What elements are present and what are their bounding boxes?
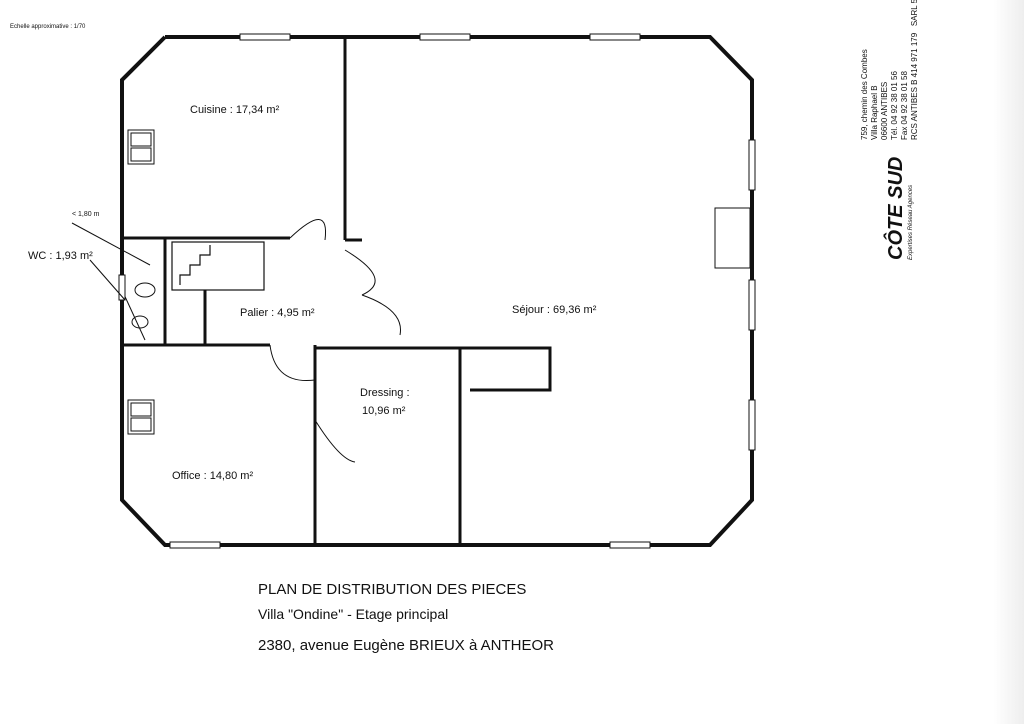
doors: [121, 219, 402, 463]
room-label-palier: Palier : 4,95 m²: [240, 307, 315, 319]
plan-title: PLAN DE DISTRIBUTION DES PIECES: [258, 581, 527, 598]
room-label-dressing: Dressing :: [360, 387, 410, 399]
agency-legal: RCS ANTIBES B 414 971 179 SARL 50.000 F: [910, 0, 919, 140]
plan-address: 2380, avenue Eugène BRIEUX à ANTHEOR: [258, 637, 555, 654]
agency-fax: Fax 04 92 38 01 58: [900, 71, 909, 140]
scale-note: Echelle approximative : 1/70: [10, 24, 86, 30]
room-area-dressing: 10,96 m²: [362, 405, 406, 417]
agency-tel: Tél. 04 92 38 01 56: [890, 71, 899, 140]
room-label-cuisine: Cuisine : 17,34 m²: [190, 104, 280, 116]
agency-address2: Villa Raphael B: [870, 85, 879, 140]
room-label-sejour: Séjour : 69,36 m²: [512, 304, 597, 316]
interior-walls: [122, 37, 552, 545]
room-label-office: Office : 14,80 m²: [172, 470, 254, 482]
windows: [118, 33, 756, 549]
plan-subtitle: Villa "Ondine" - Etage principal: [258, 606, 449, 622]
stairs: [171, 241, 265, 291]
room-label-wc: WC : 1,93 m²: [28, 250, 93, 262]
agency-address: 759, chemin des Combes: [860, 49, 869, 140]
agency-city: 06600 ANTIBES: [880, 81, 889, 140]
outer-walls: [120, 35, 754, 547]
fixtures: [71, 129, 156, 435]
agency-card: 759, chemin des Combes Villa Raphael B 0…: [860, 0, 920, 140]
height-note: < 1,80 m: [72, 211, 100, 218]
